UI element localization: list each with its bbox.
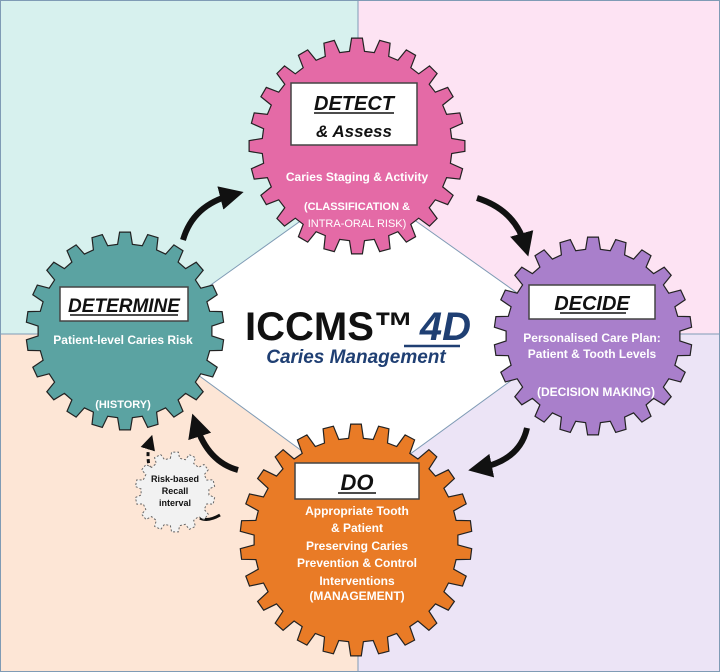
arrow-do-to-determine — [188, 413, 239, 473]
detect-title: DETECT — [314, 93, 396, 115]
determine-gear — [25, 231, 225, 431]
do-line5: Interventions — [319, 574, 395, 588]
do-line6: (MANAGEMENT) — [309, 589, 404, 603]
detect-title-sub: & Assess — [316, 122, 392, 141]
do-title: DO — [341, 470, 374, 495]
recall-gear — [134, 451, 216, 533]
determine-line2: (HISTORY) — [95, 399, 151, 411]
recall-line1: Risk-based — [151, 474, 199, 484]
recall-line3: interval — [159, 498, 191, 508]
arrow-determine-to-detect — [180, 186, 244, 241]
detect-line1: Caries Staging & Activity — [286, 170, 429, 184]
detect-line2: (CLASSIFICATION & — [304, 201, 410, 213]
arrow-detect-to-decide — [476, 195, 534, 257]
do-line3: Preserving Caries — [306, 539, 408, 553]
do-line1: Appropriate Tooth — [305, 504, 409, 518]
do-line2: & Patient — [331, 521, 383, 535]
decide-title: DECIDE — [554, 293, 630, 315]
decide-line3: (DECISION MAKING) — [537, 385, 655, 399]
detect-title-box — [290, 82, 418, 146]
decide-line1: Personalised Care Plan: — [523, 331, 660, 345]
decide-line2: Patient & Tooth Levels — [528, 347, 657, 361]
arrow-decide-to-do — [468, 427, 530, 478]
detect-line3: INTRA-ORAL RISK) — [308, 218, 407, 230]
recall-line2: Recall — [162, 486, 189, 496]
determine-title: DETERMINE — [68, 296, 181, 317]
arrow-do-to-recall — [199, 513, 221, 521]
center-subtitle: Caries Management — [266, 347, 446, 368]
do-line4: Prevention & Control — [297, 556, 417, 570]
determine-line1: Patient-level Caries Risk — [53, 333, 193, 347]
